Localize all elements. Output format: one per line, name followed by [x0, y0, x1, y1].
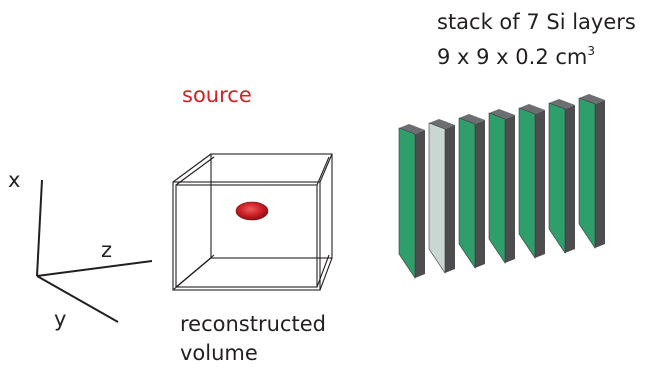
si-layer-side: [565, 105, 575, 253]
y-axis-label: y: [54, 307, 67, 331]
si-layer-4: [488, 109, 515, 264]
stack-dimensions-text: 9 x 9 x 0.2 cm: [437, 45, 588, 69]
si-layer-top-edge: [489, 109, 515, 119]
si-layer-face: [518, 107, 536, 259]
si-layer-side: [415, 130, 425, 278]
stack-title-line1: stack of 7 Si layers: [437, 10, 636, 34]
z-axis-line: [36, 260, 153, 277]
si-layer-face: [428, 122, 446, 274]
si-layer-face: [458, 117, 476, 269]
si-layer-top-edge: [519, 104, 545, 114]
si-layer-side: [535, 110, 545, 258]
si-layer-face: [578, 97, 596, 249]
reconstructed-volume-cube: [172, 153, 333, 291]
si-layer-top-edge: [459, 114, 485, 124]
volume-label-line1: reconstructed: [180, 312, 326, 336]
si-layer-side: [445, 125, 455, 273]
stack-dimensions-exponent: 3: [587, 44, 595, 58]
si-layer-side: [505, 115, 515, 263]
source-label: source: [182, 83, 252, 107]
x-axis-line: [36, 179, 43, 277]
y-axis-line: [36, 275, 119, 323]
si-layer-6: [548, 99, 575, 254]
stack-title-line2: 9 x 9 x 0.2 cm3: [437, 45, 595, 68]
si-layer-top-edge: [549, 99, 575, 109]
si-layer-face: [488, 112, 506, 264]
si-layer-side: [475, 120, 485, 268]
si-layer-side: [595, 100, 605, 248]
si-layer-face: [548, 102, 566, 254]
si-layer-stack: [398, 94, 605, 279]
z-axis-label: z: [101, 238, 113, 262]
si-layer-5: [518, 104, 545, 259]
si-layer-top-edge: [399, 124, 425, 134]
si-layer-top-edge: [579, 94, 605, 104]
si-layer-2: [428, 119, 455, 274]
x-axis-label: x: [8, 168, 21, 192]
axes-group: [36, 179, 153, 323]
si-layer-3: [458, 114, 485, 269]
si-layer-face: [398, 127, 416, 279]
si-layer-1: [398, 124, 425, 279]
source-blob: [235, 201, 269, 221]
si-layer-7: [578, 94, 605, 249]
volume-label-line2: volume: [180, 341, 258, 365]
si-layer-top-edge: [429, 119, 455, 129]
